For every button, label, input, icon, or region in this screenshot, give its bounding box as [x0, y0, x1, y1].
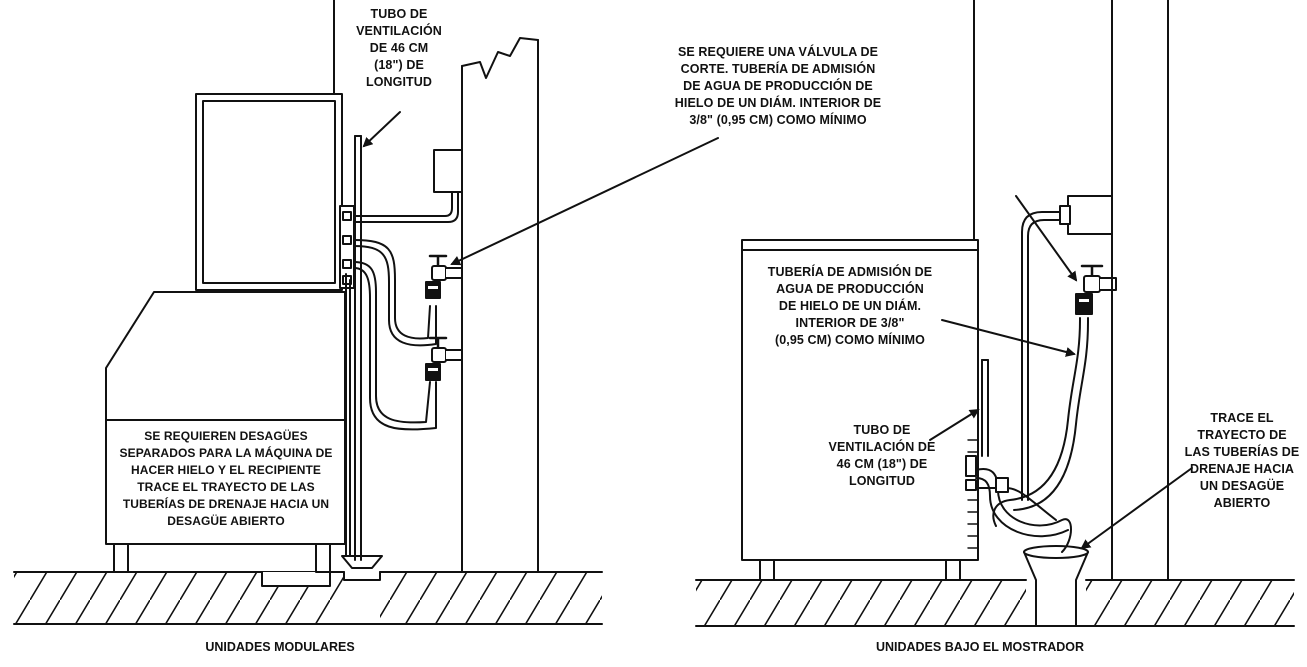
wall-right — [974, 0, 1168, 580]
leader-vent-right — [930, 408, 980, 440]
label-vent-right: TUBO DE VENTILACIÓN DE 46 CM (18") DE LO… — [828, 423, 936, 488]
pipes-right — [976, 212, 1088, 552]
floor-right — [696, 546, 1294, 626]
leader-valve-right — [1016, 196, 1078, 282]
label-drain-right: TRACE EL TRAYECTO DE LAS TUBERÍAS DE DRE… — [1184, 411, 1300, 510]
label-vent-left: TUBO DE VENTILACIÓN DE 46 CM (18") DE LO… — [356, 7, 442, 89]
floor-left — [14, 556, 602, 624]
valve-right — [1076, 266, 1116, 314]
leader-valve — [450, 138, 718, 266]
leader-drain-right — [1080, 468, 1192, 550]
pipes-left — [346, 136, 458, 560]
caption-right: UNIDADES BAJO EL MOSTRADOR — [875, 640, 1085, 654]
caption-left: UNIDADES MODULARES — [205, 640, 355, 654]
ice-machine-right — [742, 240, 978, 580]
ice-machine-left — [106, 94, 354, 572]
label-intake-right: TUBERÍA DE ADMISIÓN DE AGUA DE PRODUCCIÓ… — [767, 265, 933, 347]
leader-intake-right — [942, 320, 1076, 357]
wall-left — [334, 0, 538, 572]
valves-left — [426, 256, 462, 380]
leader-vent-left — [362, 112, 400, 148]
label-valve-note: SE REQUIERE UNA VÁLVULA DE CORTE. TUBERÍ… — [674, 45, 882, 127]
label-drains-left: SE REQUIEREN DESAGÜES SEPARADOS PARA LA … — [119, 429, 333, 528]
